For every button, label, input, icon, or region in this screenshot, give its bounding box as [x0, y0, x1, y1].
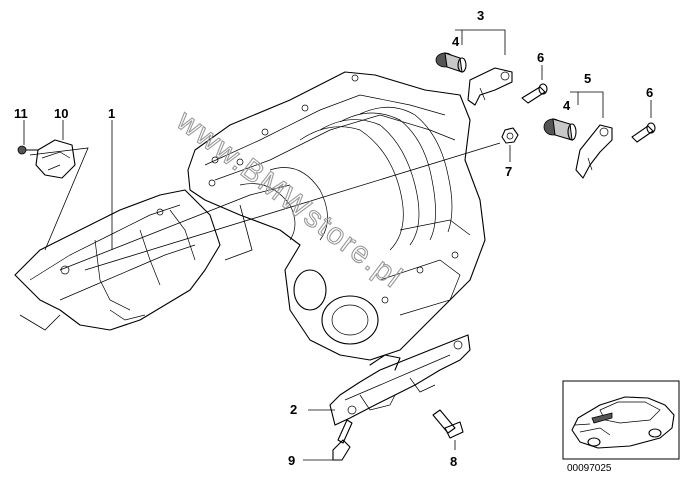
callout-3: 3 [477, 8, 484, 23]
watermark-text: www.BMWstore.pl [170, 104, 409, 295]
callout-4a: 4 [452, 34, 460, 49]
part-4-grommet-b [543, 118, 577, 141]
part-9-bolt [303, 419, 353, 461]
callout-4b: 4 [563, 98, 571, 113]
callout-1: 1 [108, 106, 115, 121]
callout-9: 9 [288, 453, 295, 468]
callout-5: 5 [584, 71, 591, 86]
callout-7: 7 [505, 164, 512, 179]
reference-number: 00097025 [567, 463, 612, 474]
callout-2: 2 [290, 402, 297, 417]
callout-6a: 6 [537, 50, 544, 65]
callout-10: 10 [54, 106, 68, 121]
part-7-nut [501, 127, 519, 162]
part-5-bracket [575, 124, 613, 179]
car-silhouette-icon [571, 396, 675, 449]
part-2-bracket [329, 334, 471, 426]
part-3-bracket [467, 67, 513, 106]
part-1-cover [14, 189, 221, 331]
vehicle-thumbnail: 00097025 [562, 380, 680, 474]
intake-manifold [187, 71, 486, 361]
callout-6b: 6 [646, 85, 653, 100]
part-8-bolt [432, 409, 464, 450]
callout-11: 11 [14, 106, 28, 121]
part-5-group [543, 91, 613, 179]
part-4-grommet-a [435, 52, 467, 73]
part-6-bolt-b [631, 100, 656, 143]
part-10-clip [35, 120, 76, 179]
part-11-screw [17, 120, 39, 155]
part-3-group [435, 29, 513, 106]
callout-8: 8 [450, 454, 457, 469]
part-6-bolt-a [521, 65, 548, 104]
